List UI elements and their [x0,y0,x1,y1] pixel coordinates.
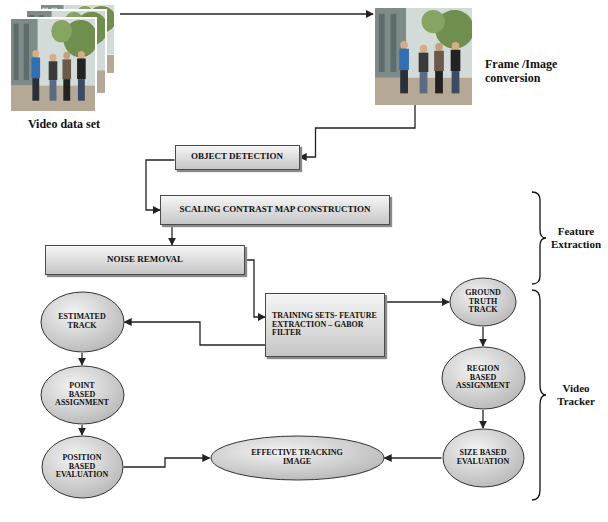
connector-arrow [124,458,210,467]
text-block: SCALING CONTRAST MAP CONSTRUCTION [179,205,370,215]
image-node: Video data set [8,4,120,132]
text-block: GROUND TRUTH TRACK [465,289,501,315]
connector-arrow [300,105,416,157]
connector-arrow [482,327,483,346]
node-label: GROUND TRUTH TRACK [465,289,501,315]
text-block: OBJECT DETECTION [191,152,283,162]
connector-arrow [81,353,82,365]
node-label: EFFECTIVE TRACKING IMAGE [241,449,353,467]
ellipse-shape [443,429,524,487]
connector-arrow [125,322,266,345]
node-label: SCALING CONTRAST MAP CONSTRUCTION [179,205,370,215]
node-label: POSITION BASED EVALUATION [56,454,109,480]
text-block: POSITION BASED EVALUATION [56,454,109,480]
process-box: OBJECT DETECTION [175,145,300,170]
connector-arrow [482,410,483,428]
node-label: POINT BASED ASSIGNMENT [55,382,109,408]
brace [532,290,546,500]
video-frame [10,18,98,112]
text-block: TRAINING SETS- FEATURE EXTRACTION – GABO… [272,312,378,338]
text-block: NOISE REMOVAL [107,255,183,265]
connector-arrow [120,13,373,14]
process-ellipse: REGION BASED ASSIGNMENT [441,346,526,410]
text-block: ESTIMATED TRACK [58,313,105,331]
bracket-label: Video Tracker [548,382,604,408]
connector-arrow [385,457,442,458]
connector-arrow [245,260,265,317]
node-label: NOISE REMOVAL [107,255,183,265]
brace [532,192,546,284]
text-block: SIZE BASED EVALUATION [457,449,510,467]
process-ellipse: POSITION BASED EVALUATION [41,435,124,499]
text-block: REGION BASED ASSIGNMENT [456,365,510,391]
process-box: NOISE REMOVAL [45,245,245,275]
ellipse-shape [442,347,525,409]
ellipse-shape [42,436,123,498]
ellipse-shape [41,292,124,352]
text-block: POINT BASED ASSIGNMENT [55,382,109,408]
process-ellipse: EFFECTIVE TRACKING IMAGE [210,435,385,481]
frame-image [375,8,474,105]
frame-border [10,18,96,112]
process-box: SCALING CONTRAST MAP CONSTRUCTION [160,195,390,225]
node-label: OBJECT DETECTION [191,152,283,162]
process-ellipse: POINT BASED ASSIGNMENT [40,365,125,425]
ellipse-shape [211,436,384,480]
bracket-label: Feature Extraction [548,225,604,251]
node-label: SIZE BASED EVALUATION [457,449,510,467]
connector-arrow [171,225,172,245]
text-block: Video data set [8,118,120,132]
text-block: EFFECTIVE TRACKING IMAGE [241,449,353,467]
caption-text: Frame /Image conversion [485,58,604,86]
connector-arrow [81,425,82,435]
ellipse-shape [450,278,516,326]
image-node: Frame /Image conversion [373,8,604,105]
process-ellipse: GROUND TRUTH TRACK [449,277,517,327]
node-label: TRAINING SETS- FEATURE EXTRACTION – GABO… [272,312,378,338]
text-block: Frame /Image conversion [485,58,604,86]
process-box: TRAINING SETS- FEATURE EXTRACTION – GABO… [265,293,385,357]
process-ellipse: ESTIMATED TRACK [40,291,125,353]
caption-text: Video data set [8,118,120,132]
process-ellipse: SIZE BASED EVALUATION [442,428,525,488]
node-label: ESTIMATED TRACK [58,313,105,331]
connector-arrow [385,301,449,302]
node-label: REGION BASED ASSIGNMENT [456,365,510,391]
ellipse-shape [41,366,124,424]
